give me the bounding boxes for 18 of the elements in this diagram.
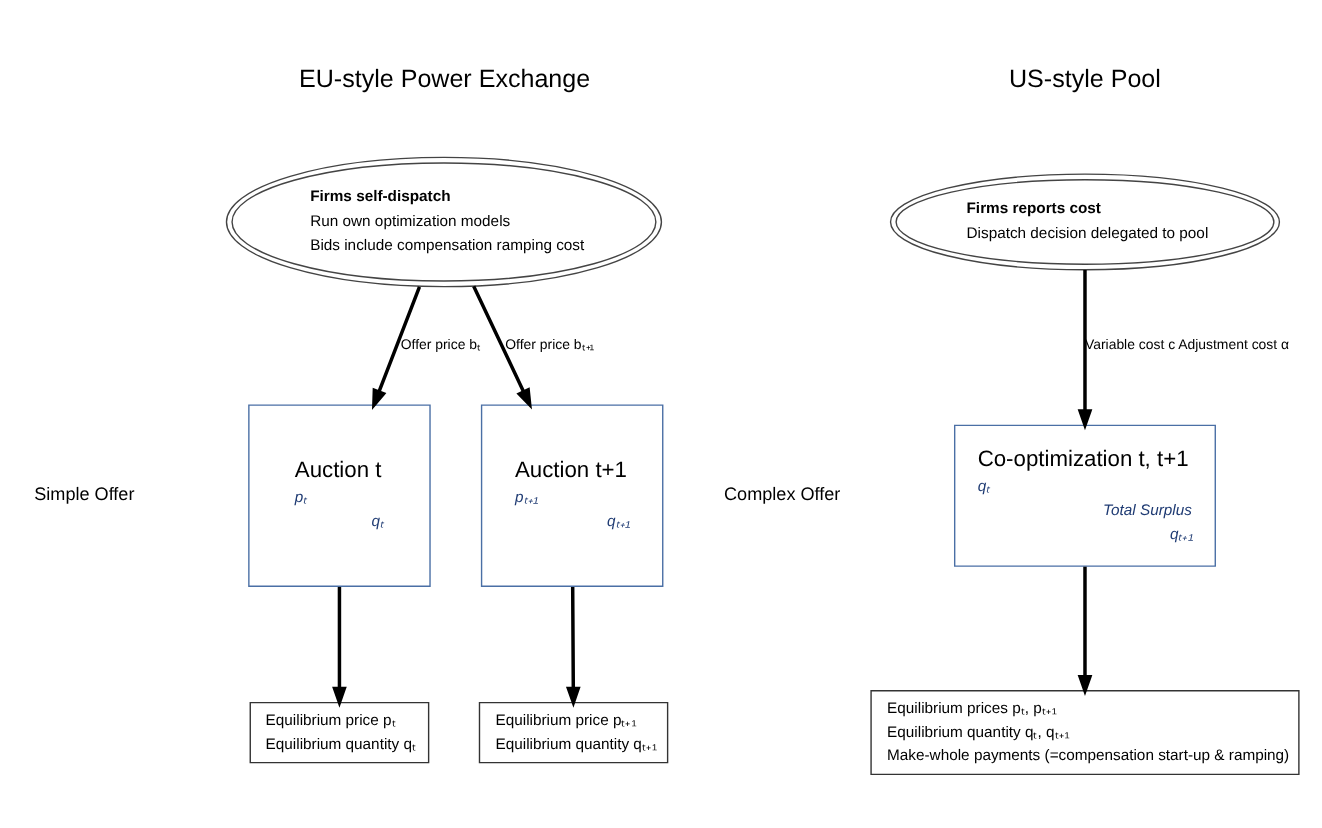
label: Complex Offer [724, 483, 841, 504]
label: US-style Pool [1009, 63, 1161, 92]
node-box: Equilibrium price pₜ Equilibrium quantity qₜ [249, 700, 430, 763]
node-box: Equilibrium prices pₜ, pₜ₊₁ Equilibrium quantity qₜ, qₜ₊₁ Make-whole payments (=compensation start-up & ramping) [870, 689, 1300, 775]
arrow [1077, 268, 1093, 430]
label: Simple Offer [34, 483, 135, 504]
label: EU-style Power Exchange [299, 63, 591, 92]
node-box: Auction t pₜ qₜ [248, 403, 431, 586]
node-box: Auction t+1 pₜ₊₁ qₜ₊₁ [480, 403, 664, 586]
arrow [372, 285, 422, 409]
node-box: Co-optimization t, t+1 qₜ Total Surplus qₜ₊₁ [954, 423, 1216, 566]
arrow [1077, 565, 1093, 696]
node-ellipse: Firms reports cost Dispatch decision delegated to pool [889, 172, 1281, 270]
node-ellipse: Firms self-dispatch Run own optimization models Bids include compensation ramping cost [225, 155, 663, 287]
arrow [332, 585, 347, 707]
arrow [565, 585, 581, 707]
arrow [472, 284, 532, 409]
node-box: Equilibrium price pₜ₊₁ Equilibrium quantity qₜ₊₁ [478, 700, 669, 763]
